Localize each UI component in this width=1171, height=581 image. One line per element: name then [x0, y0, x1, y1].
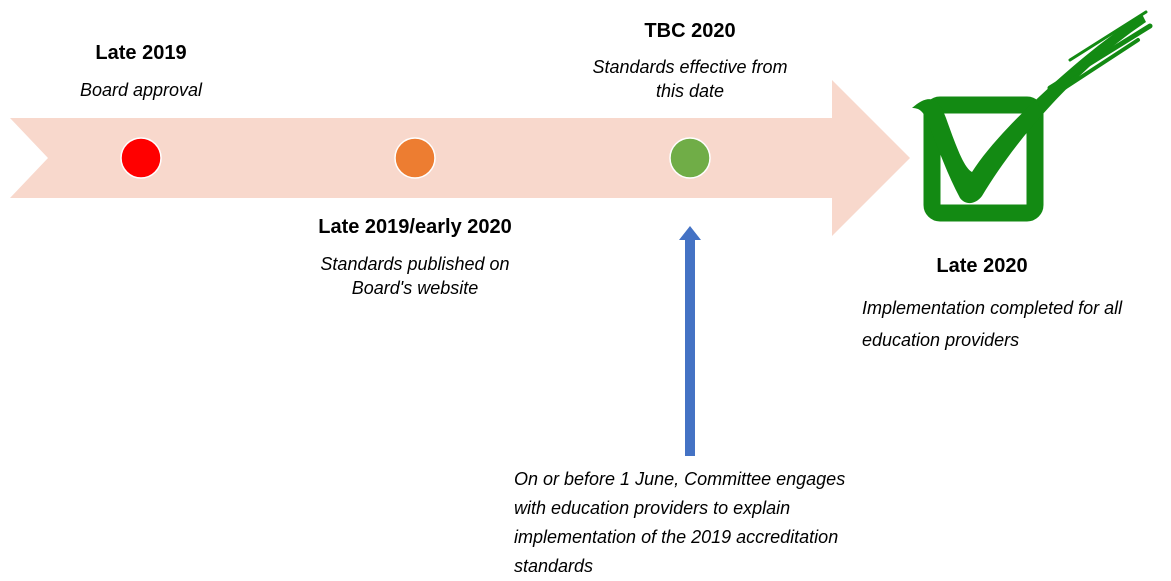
milestone-4: Late 2020 Implementation completed for a… [862, 254, 1152, 356]
milestone-1-description: Board approval [79, 80, 203, 100]
milestone-2-description: Standards published on Board's website [320, 254, 510, 298]
milestone-dot-green [669, 137, 711, 179]
milestone-3-title: TBC 2020 [644, 20, 736, 42]
milestone-3: TBC 2020 Standards effective from this d… [570, 19, 810, 103]
committee-note: On or before 1 June, Committee engages w… [514, 469, 846, 576]
milestone-dot-red [120, 137, 162, 179]
milestone-3-description: Standards effective from this date [592, 57, 788, 101]
checkbox-check-icon [912, 10, 1153, 222]
milestone-1: Late 2019 Board approval [41, 41, 241, 102]
milestone-1-title: Late 2019 [95, 42, 187, 64]
milestone-2: Late 2019/early 2020 Standards published… [295, 215, 535, 300]
timeline-arrow [10, 80, 910, 236]
milestone-dot-orange [394, 137, 436, 179]
milestone-2-title: Late 2019/early 2020 [318, 216, 512, 238]
milestone-4-description: Implementation completed for all educati… [862, 298, 1123, 350]
blue-up-arrow [679, 226, 701, 456]
milestone-4-title: Late 2020 [936, 255, 1028, 277]
